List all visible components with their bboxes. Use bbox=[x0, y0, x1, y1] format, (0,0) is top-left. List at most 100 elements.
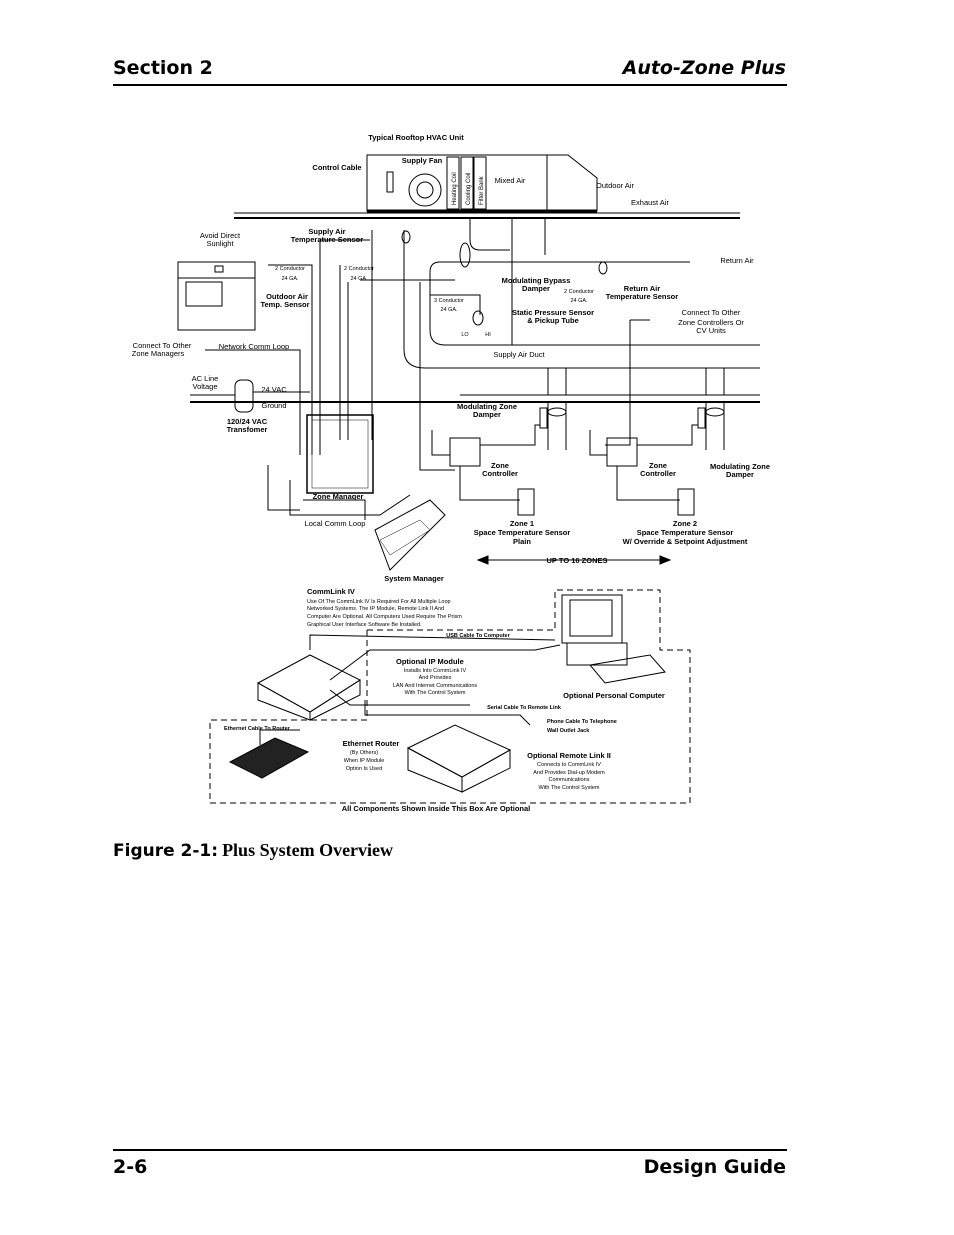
page-number: 2-6 bbox=[113, 1156, 148, 1178]
filter-bank-label: Filter Bank bbox=[479, 175, 485, 205]
zone-damper-label-2: Damper bbox=[473, 410, 501, 419]
ground-label: Ground bbox=[261, 401, 286, 410]
zone-controller2-label-1: Zone bbox=[649, 461, 667, 470]
system-manager-panel bbox=[374, 499, 446, 571]
commlink-note-1: Use Of The CommLink IV Is Required For A… bbox=[307, 599, 451, 605]
return-air-label: Return Air bbox=[720, 256, 754, 265]
hi-label: HI bbox=[485, 332, 491, 338]
figure-title: Plus System Overview bbox=[222, 840, 394, 860]
conductor-d: 2 Conductor bbox=[564, 289, 594, 295]
bypass-damper-label-2: Damper bbox=[522, 284, 550, 293]
ac-line-label-2: Voltage bbox=[192, 382, 217, 391]
avoid-sunlight-label-2: Sunlight bbox=[206, 239, 234, 248]
static-sensor-label-1: Static Pressure Sensor bbox=[512, 308, 594, 317]
ip-note-3: LAN And Internet Communications bbox=[393, 683, 478, 689]
transformer-label-1: 120/24 VAC bbox=[227, 417, 268, 426]
zone2-label-1: Zone 2 bbox=[673, 519, 697, 528]
static-sensor-label-2: & Pickup Tube bbox=[527, 316, 579, 325]
connect-controllers-label-3: CV Units bbox=[696, 326, 726, 335]
product-name: Auto-Zone Plus bbox=[622, 57, 786, 79]
cooling-coil bbox=[460, 156, 474, 210]
phone-cable-label-1: Phone Cable To Telephone bbox=[547, 719, 617, 725]
outdoor-sensor-label-2: Temp. Sensor bbox=[260, 300, 309, 309]
figure-caption: Figure 2-1:Plus System Overview bbox=[113, 840, 393, 861]
zone2-controller bbox=[606, 437, 638, 467]
commlink-note-3: Computer Are Optional. All Computers Use… bbox=[307, 614, 462, 620]
return-sensor-label-2: Temperature Sensor bbox=[606, 292, 678, 301]
ip-note-4: With The Control System bbox=[404, 690, 465, 696]
connect-managers-label-2: Zone Managers bbox=[132, 349, 185, 358]
outdoor-sensor-label-1: Outdoor Air bbox=[266, 292, 308, 301]
router-label: Ethernet Router bbox=[343, 739, 400, 748]
zone1-sensor bbox=[517, 488, 535, 516]
commlink-note-2: Networked Systems. The IP Module, Remote… bbox=[307, 606, 444, 612]
vac24-label: 24 VAC bbox=[261, 385, 287, 394]
commlink-iv bbox=[256, 654, 362, 713]
zone-manager-label: Zone Manager bbox=[313, 492, 364, 501]
remote-note-4: With The Control System bbox=[538, 785, 599, 791]
exhaust-air-label: Exhaust Air bbox=[631, 198, 669, 207]
footer-rule bbox=[113, 1149, 787, 1151]
router-note-1: (By Others) bbox=[350, 750, 378, 756]
ac-line-label-1: AC Line bbox=[192, 374, 219, 383]
header-rule bbox=[113, 84, 787, 86]
ip-note-1: Installs Into CommLink IV bbox=[404, 668, 467, 674]
guide-name: Design Guide bbox=[643, 1156, 786, 1178]
zone-manager-board bbox=[306, 414, 374, 494]
serial-cable-label: Serial Cable To Remote Link bbox=[487, 705, 562, 711]
ga-a: 24 GA. bbox=[281, 276, 299, 282]
optional-pc-label: Optional Personal Computer bbox=[563, 691, 665, 700]
outdoor-air-label: Outdoor Air bbox=[596, 181, 634, 190]
avoid-sunlight-label-1: Avoid Direct bbox=[200, 231, 241, 240]
remote-note-1: Connects to CommLink IV bbox=[537, 762, 601, 768]
zone2-label-3: W/ Override & Setpoint Adjustment bbox=[623, 537, 748, 546]
lo-label: LO bbox=[461, 332, 469, 338]
conductor-c: 3 Conductor bbox=[434, 298, 464, 304]
supply-fan-label: Supply Fan bbox=[402, 156, 443, 165]
heating-coil bbox=[446, 156, 460, 210]
ip-module-label: Optional IP Module bbox=[396, 657, 464, 666]
heating-coil-label: Heating Coil bbox=[452, 172, 458, 205]
connect-controllers-label-1: Connect To Other bbox=[682, 308, 741, 317]
commlink-note-4: Graphical User Interface Software Be Ins… bbox=[307, 622, 422, 628]
commlink-label: CommLink IV bbox=[307, 587, 355, 596]
ga-c: 24 GA. bbox=[440, 307, 458, 313]
zone1-label-3: Plain bbox=[513, 537, 531, 546]
zone-controller1-label-2: Controller bbox=[482, 469, 518, 478]
zone-damper2-label-2: Damper bbox=[726, 470, 754, 479]
section-heading: Section 2 bbox=[113, 57, 213, 79]
zone-damper2-label-1: Modulating Zone bbox=[710, 462, 770, 471]
ip-note-2: And Provides bbox=[419, 675, 452, 681]
zone2-sensor bbox=[677, 488, 695, 516]
conductor-b: 2 Conductor bbox=[344, 266, 374, 272]
ga-b: 24 GA. bbox=[350, 276, 368, 282]
phone-cable-label-2: Wall Outlet Jack bbox=[547, 728, 590, 734]
optional-box-label: All Components Shown Inside This Box Are… bbox=[342, 804, 530, 813]
usb-cable-label: USB Cable To Computer bbox=[446, 633, 510, 639]
zone1-label-1: Zone 1 bbox=[510, 519, 534, 528]
zone2-label-2: Space Temperature Sensor bbox=[637, 528, 734, 537]
bypass-damper-label-1: Modulating Bypass bbox=[502, 276, 571, 285]
supply-air-sensor-label-2: Temperature Sensor bbox=[291, 235, 363, 244]
remote-note-3: Communications bbox=[549, 777, 590, 783]
ga-d: 24 GA. bbox=[570, 298, 588, 304]
remote-link-label: Optional Remote Link II bbox=[527, 751, 611, 760]
return-sensor-label-1: Return Air bbox=[624, 284, 660, 293]
filter-bank bbox=[473, 156, 487, 210]
router-note-2: When IP Module bbox=[344, 758, 385, 764]
zone-controller2-label-2: Controller bbox=[640, 469, 676, 478]
system-manager-label: System Manager bbox=[384, 574, 444, 583]
network-loop-label: Network Comm Loop bbox=[219, 342, 289, 351]
up-to-16-label: UP TO 16 ZONES bbox=[547, 556, 608, 565]
ethernet-cable-label: Ethernet Cable To Router bbox=[224, 726, 291, 732]
supply-fan bbox=[408, 173, 442, 207]
router-note-3: Option Is Used bbox=[346, 766, 382, 772]
control-cable-label: Control Cable bbox=[312, 163, 361, 172]
economizer-hood bbox=[547, 154, 598, 212]
connect-managers-label-1: Connect To Other bbox=[133, 341, 192, 350]
zone1-label-2: Space Temperature Sensor bbox=[474, 528, 571, 537]
zone-controller1-label-1: Zone bbox=[491, 461, 509, 470]
remote-link-ii bbox=[406, 724, 512, 778]
local-loop-label: Local Comm Loop bbox=[305, 519, 366, 528]
